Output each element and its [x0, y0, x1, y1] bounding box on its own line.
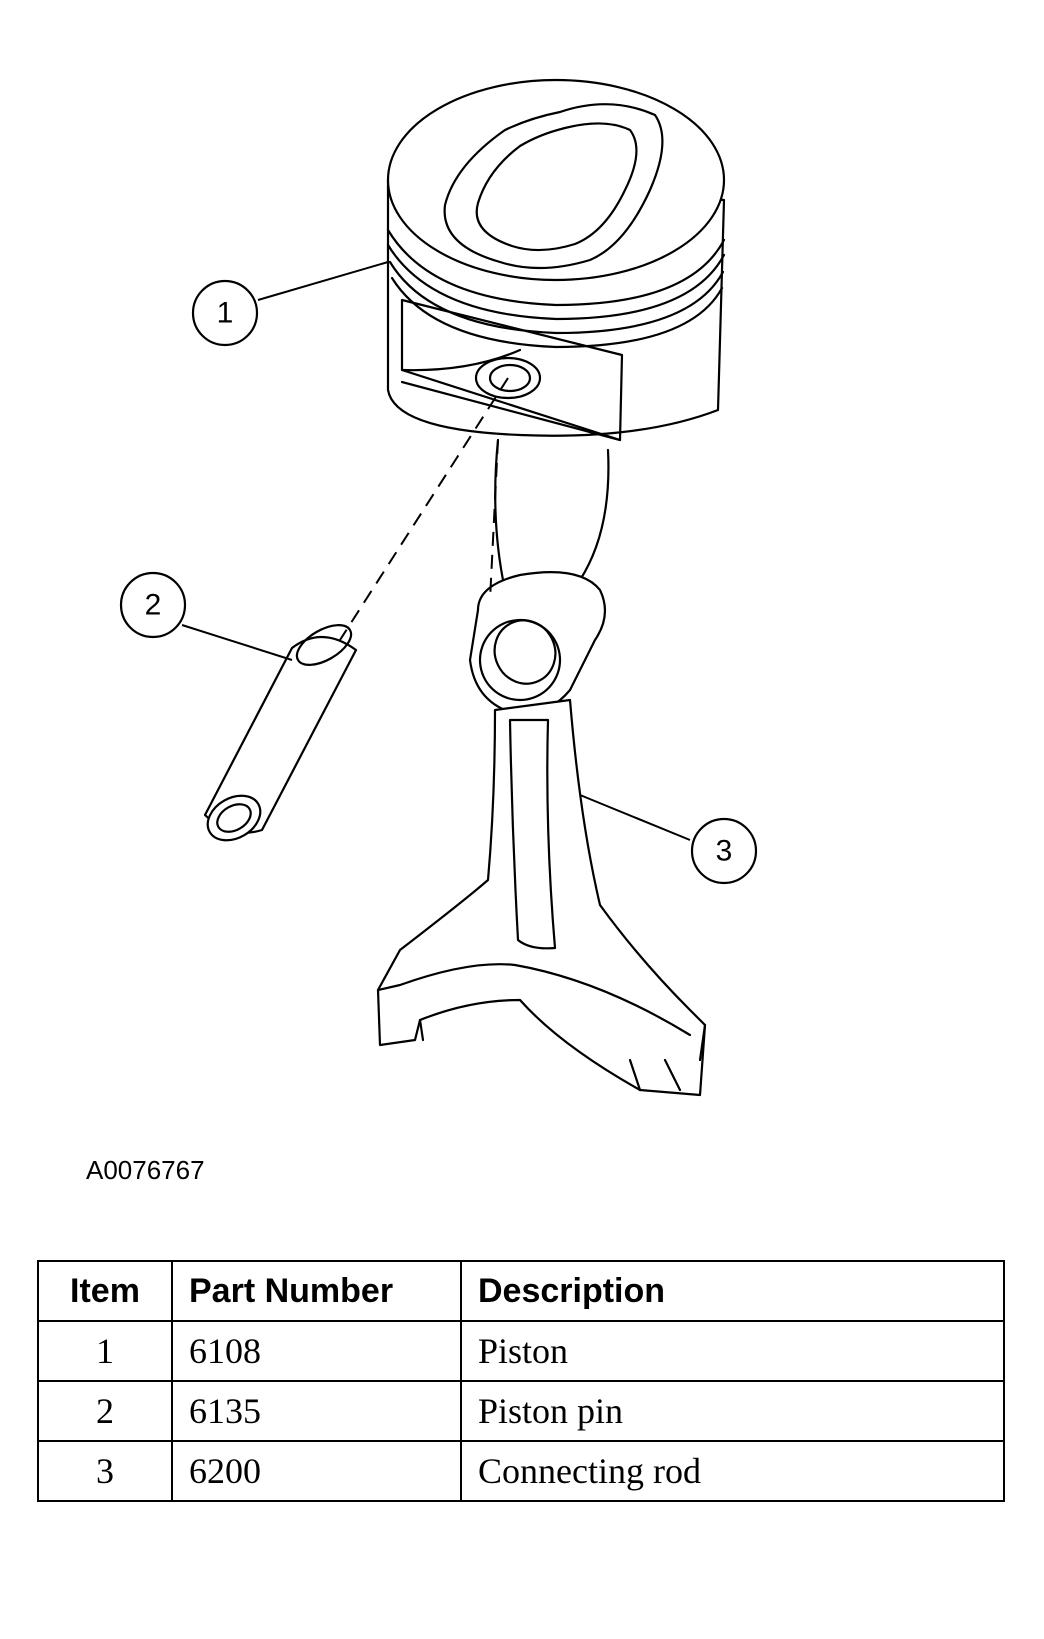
cell-item: 2	[37, 1380, 173, 1442]
cell-part-number: 6135	[171, 1380, 462, 1442]
figure-id: A0076767	[86, 1155, 205, 1185]
cell-part-number: 6200	[171, 1440, 462, 1502]
table-row: 1 6108 Piston	[37, 1320, 1005, 1382]
cell-description: Piston	[460, 1320, 1005, 1382]
cell-description: Piston pin	[460, 1380, 1005, 1442]
leader-line-3	[579, 794, 691, 841]
assembly-line-rod	[489, 439, 499, 601]
callout-1: 1	[191, 279, 259, 347]
table-header-row: Item Part Number Description	[37, 1260, 1005, 1322]
callout-3-label: 3	[716, 835, 733, 868]
callout-3: 3	[690, 817, 758, 885]
cell-item: 3	[37, 1440, 173, 1502]
header-description: Description	[460, 1260, 1005, 1322]
table-row: 3 6200 Connecting rod	[37, 1440, 1005, 1502]
table-row: 2 6135 Piston pin	[37, 1380, 1005, 1442]
cell-description: Connecting rod	[460, 1440, 1005, 1502]
assembly-line-pin	[339, 377, 509, 641]
header-item: Item	[37, 1260, 173, 1322]
cell-item: 1	[37, 1320, 173, 1382]
callout-2-label: 2	[145, 589, 162, 622]
leader-line-1	[257, 261, 389, 301]
callout-2: 2	[119, 571, 187, 639]
leader-line-2	[181, 624, 293, 661]
parts-table: Item Part Number Description 1 6108 Pist…	[37, 1260, 1005, 1502]
connecting-rod	[376, 438, 707, 1097]
piston	[386, 78, 726, 442]
piston-assembly-diagram: 1 2 3	[119, 78, 758, 1097]
callout-1-label: 1	[217, 297, 234, 330]
cell-part-number: 6108	[171, 1320, 462, 1382]
piston-pin	[203, 624, 358, 842]
header-part-number: Part Number	[171, 1260, 462, 1322]
